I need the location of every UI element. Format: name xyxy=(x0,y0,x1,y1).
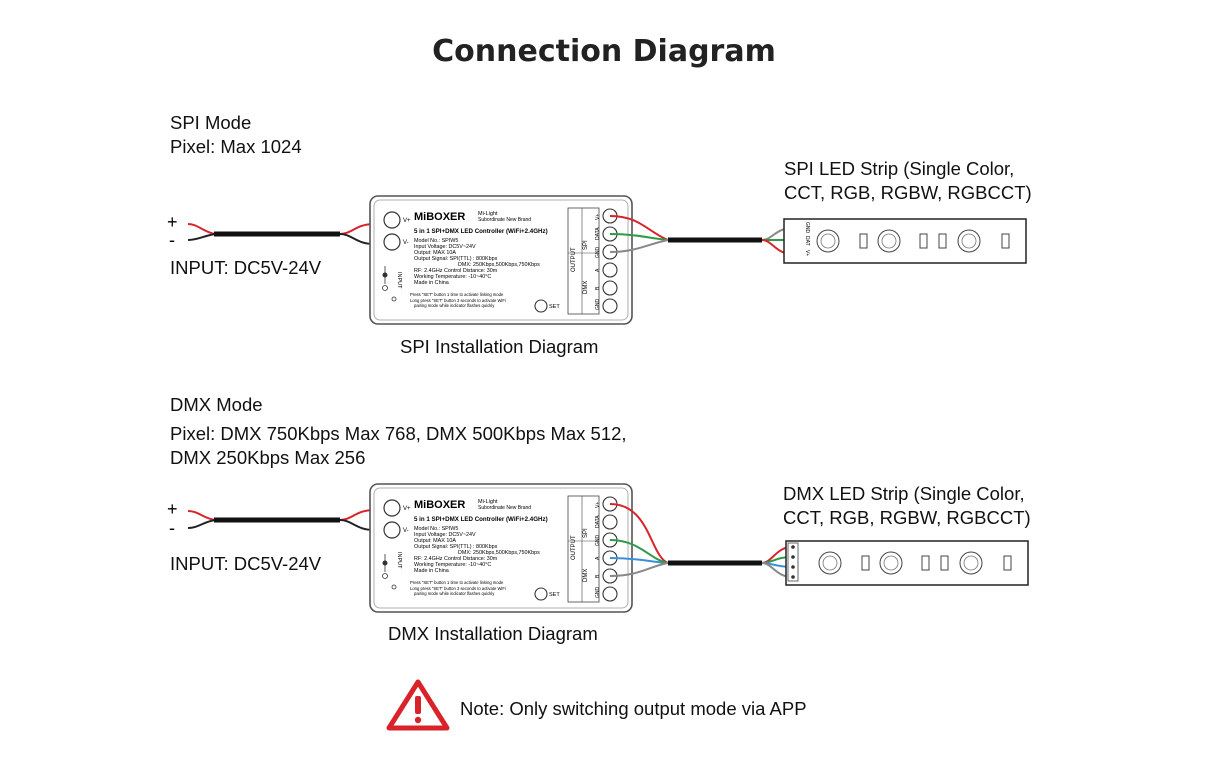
dmx-note-1: Long press "SET" button 3 seconds to act… xyxy=(410,586,506,591)
spi-spec-0: Model No.: SPIW5 xyxy=(414,238,458,244)
spi-brand: MiBOXER xyxy=(414,211,465,223)
dmx-spec-5: RF: 2.4GHz Control Distance: 30m xyxy=(414,556,498,562)
dmx-spec-7: Made in China xyxy=(414,568,449,574)
dmx-controller-text: MiBOXER Mi-Light Subordinate New Brand 5… xyxy=(396,499,601,598)
spi-brand-sub2: Subordinate New Brand xyxy=(478,217,531,223)
spi-spec-1: Input Voltage: DC5V~24V xyxy=(414,244,476,250)
spi-spec-7: Made in China xyxy=(414,280,449,286)
spi-pin-data: DATA xyxy=(595,227,601,240)
dmx-plus-sign: + xyxy=(167,499,178,519)
spi-controller xyxy=(369,195,633,325)
spi-brand-sub1: Mi-Light xyxy=(478,211,498,217)
spi-dmx-group-label: DMX xyxy=(583,281,589,294)
spi-plus-sign: + xyxy=(167,212,178,232)
spi-strip-pin-v: V+ xyxy=(804,250,810,256)
dmx-dmx-group-label: DMX xyxy=(583,569,589,582)
spi-pin-b: B xyxy=(595,286,601,290)
dmx-pin-a: A xyxy=(595,556,601,560)
dmx-strip-connector xyxy=(787,542,799,582)
spi-minus-sign: - xyxy=(169,230,175,250)
spi-strip-pin-dat: DAT xyxy=(804,236,810,246)
spi-note-1: Long press "SET" button 3 seconds to act… xyxy=(410,298,506,303)
dmx-product-name: 5 in 1 SPI+DMX LED Controller (WiFi+2.4G… xyxy=(414,516,548,523)
dmx-spec-0: Model No.: SPIW5 xyxy=(414,526,458,532)
spi-input-wires: + - xyxy=(167,212,375,250)
spi-pin-gnd2: GND xyxy=(595,299,601,311)
spi-input-label: INPUT: DC5V-24V xyxy=(170,257,322,278)
spi-strip-pins: GND DAT V+ xyxy=(804,222,810,256)
dmx-input-label: INPUT: DC5V-24V xyxy=(170,553,322,574)
spi-strip-pin-gnd: GND xyxy=(804,222,810,234)
dmx-spec-1: Input Voltage: DC5V~24V xyxy=(414,532,476,538)
dmx-strip-title-1: DMX LED Strip (Single Color, xyxy=(783,483,1025,504)
dmx-controller xyxy=(369,483,633,613)
dmx-input-side-label: INPUT xyxy=(396,552,402,569)
dmx-note-0: Press "SET" button 1 time to activate li… xyxy=(410,580,504,585)
spi-input-side-label: INPUT xyxy=(396,272,402,289)
spi-pin-v: V+ xyxy=(595,214,601,220)
spi-strip-title-1: SPI LED Strip (Single Color, xyxy=(784,158,1015,179)
spi-output-label: OUTPUT xyxy=(571,247,577,272)
spi-spec-2: Output: MAX 10A xyxy=(414,250,456,256)
dmx-output-label: OUTPUT xyxy=(571,535,577,560)
spi-pixel-label: Pixel: Max 1024 xyxy=(170,136,302,157)
dmx-pin-v: V+ xyxy=(595,502,601,508)
dmx-diagram-caption: DMX Installation Diagram xyxy=(388,623,598,644)
spi-controller-text: MiBOXER Mi-Light Subordinate New Brand 5… xyxy=(396,211,601,310)
dmx-pixel-label-2: DMX 250Kbps Max 256 xyxy=(170,447,366,468)
warning-icon xyxy=(386,679,450,731)
dmx-pin-data: DATA xyxy=(595,515,601,528)
dmx-spec-4: DMX: 250Kbps,500Kbps,750Kbps xyxy=(458,550,540,556)
dmx-brand: MiBOXER xyxy=(414,499,465,511)
dmx-brand-sub2: Subordinate New Brand xyxy=(478,505,531,511)
page-title: Connection Diagram xyxy=(432,34,776,69)
dmx-pin-gnd: GND xyxy=(595,535,601,547)
spi-note-2: pairing mode while indicator flashes qui… xyxy=(414,303,495,308)
spi-pin-gnd: GND xyxy=(595,247,601,259)
spi-pin-a: A xyxy=(595,268,601,272)
spi-output-wires xyxy=(609,215,793,255)
spi-spec-6: Working Temperature: -10~40°C xyxy=(414,274,491,280)
spi-strip-title-2: CCT, RGB, RGBW, RGBCCT) xyxy=(784,182,1032,203)
dmx-mode-label: DMX Mode xyxy=(170,394,263,415)
dmx-output-wires xyxy=(609,503,793,578)
spi-product-name: 5 in 1 SPI+DMX LED Controller (WiFi+2.4G… xyxy=(414,228,548,235)
dmx-input-wires: + - xyxy=(167,499,375,538)
dmx-led-strip xyxy=(785,540,1029,586)
dmx-pin-gnd2: GND xyxy=(595,587,601,599)
dmx-pin-b: B xyxy=(595,574,601,578)
app-mode-note: Note: Only switching output mode via APP xyxy=(460,698,807,719)
dmx-note-2: pairing mode while indicator flashes qui… xyxy=(414,591,495,596)
spi-spec-5: RF: 2.4GHz Control Distance: 30m xyxy=(414,268,498,274)
dmx-spec-2: Output: MAX 10A xyxy=(414,538,456,544)
spi-led-strip xyxy=(783,218,1027,264)
dmx-brand-sub1: Mi-Light xyxy=(478,499,498,505)
spi-mode-label: SPI Mode xyxy=(170,112,252,133)
dmx-spi-group-label: SPI xyxy=(583,528,589,538)
spi-set-label: SET xyxy=(549,304,560,310)
spi-spec-4: DMX: 250Kbps,500Kbps,750Kbps xyxy=(458,262,540,268)
spi-spec-3: Output Signal: SPI(TTL) : 800Kbps xyxy=(414,256,498,262)
dmx-pixel-label-1: Pixel: DMX 750Kbps Max 768, DMX 500Kbps … xyxy=(170,423,627,444)
dmx-set-label: SET xyxy=(549,592,560,598)
spi-diagram-caption: SPI Installation Diagram xyxy=(400,336,599,357)
dmx-strip-title-2: CCT, RGB, RGBW, RGBCCT) xyxy=(783,507,1031,528)
dmx-spec-6: Working Temperature: -10~40°C xyxy=(414,562,491,568)
dmx-spec-3: Output Signal: SPI(TTL) : 800Kbps xyxy=(414,544,498,550)
spi-spi-group-label: SPI xyxy=(583,240,589,250)
dmx-minus-sign: - xyxy=(169,518,175,538)
spi-note-0: Press "SET" button 1 time to activate li… xyxy=(410,292,504,297)
